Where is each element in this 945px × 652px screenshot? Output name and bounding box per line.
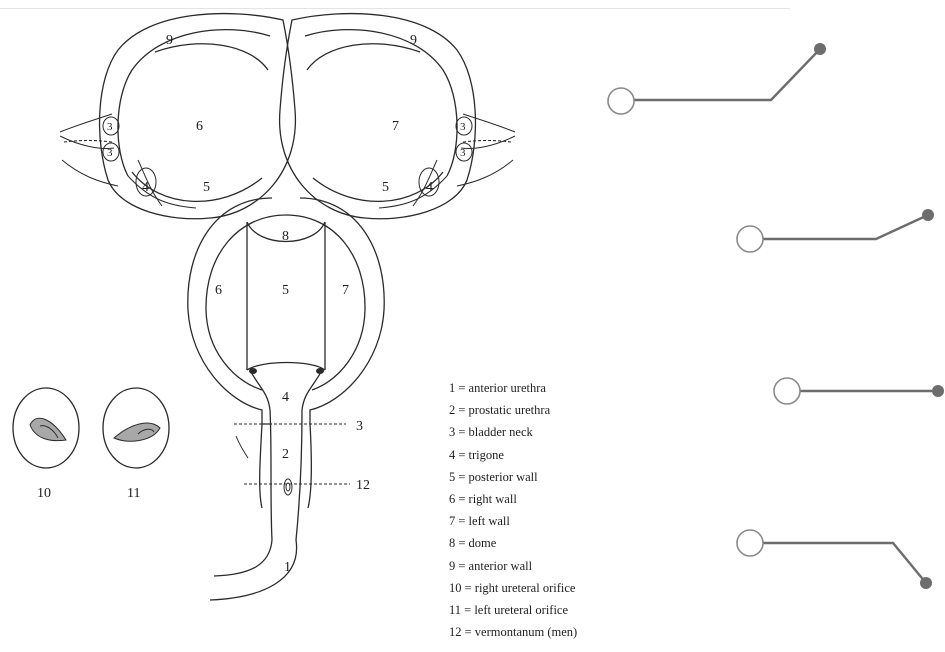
label-trigone-left: 4 — [142, 180, 149, 195]
connector-3 — [774, 378, 944, 404]
legend-item: 5 = posterior wall — [449, 466, 577, 488]
label-posterior-wall-left: 5 — [203, 180, 210, 195]
label-left-ureteral-orifice: 11 — [127, 486, 140, 501]
connector-1 — [608, 43, 826, 114]
label-bladder-neck-left-a: 3 — [107, 121, 113, 133]
connector-3-end-dot — [932, 385, 944, 397]
legend-item: 1 = anterior urethra — [449, 377, 577, 399]
legend-item: 9 = anterior wall — [449, 555, 577, 577]
label-dome: 8 — [282, 229, 289, 244]
label-anterior-wall-right: 9 — [410, 33, 417, 48]
legend-item: 12 = vermontanum (men) — [449, 621, 577, 643]
connector-2-node — [737, 226, 763, 252]
legend-item: 10 = right ureteral orifice — [449, 577, 577, 599]
connector-1-end-dot — [814, 43, 826, 55]
label-right-ureteral-orifice: 10 — [37, 486, 51, 501]
legend-item: 11 = left ureteral orifice — [449, 599, 577, 621]
legend-item: 8 = dome — [449, 532, 577, 554]
legend-item: 2 = prostatic urethra — [449, 399, 577, 421]
label-anterior-urethra: 1 — [284, 560, 291, 575]
connector-3-node — [774, 378, 800, 404]
label-trigone-bottom: 4 — [282, 390, 289, 405]
label-bladder-neck-right-a: 3 — [460, 121, 466, 133]
legend-item: 7 = left wall — [449, 510, 577, 532]
label-posterior-wall-right: 5 — [382, 180, 389, 195]
label-right-wall-bottom: 6 — [215, 283, 222, 298]
label-bladder-neck-left-b: 3 — [107, 147, 113, 159]
label-bladder-neck-marker: 3 — [356, 419, 363, 434]
label-posterior-wall-bottom: 5 — [282, 283, 289, 298]
upper-view-right — [280, 14, 515, 219]
label-anterior-wall-left: 9 — [166, 33, 173, 48]
left-ureteral-orifice-inset — [103, 388, 169, 468]
label-vermontanum-marker: 12 — [356, 478, 370, 493]
upper-view-left — [60, 14, 295, 219]
legend-item: 3 = bladder neck — [449, 421, 577, 443]
label-prostatic-urethra: 2 — [282, 447, 289, 462]
legend: 1 = anterior urethra 2 = prostatic ureth… — [449, 377, 577, 643]
connector-1-node — [608, 88, 634, 114]
connector-2 — [737, 209, 934, 252]
label-trigone-right: 4 — [426, 180, 433, 195]
legend-item: 4 = trigone — [449, 444, 577, 466]
connector-4 — [737, 530, 932, 589]
connector-2-end-dot — [922, 209, 934, 221]
label-bladder-neck-right-b: 3 — [460, 147, 466, 159]
right-ureteral-orifice-inset — [13, 388, 79, 468]
label-left-wall-top: 7 — [392, 119, 399, 134]
label-left-wall-bottom: 7 — [342, 283, 349, 298]
connector-4-end-dot — [920, 577, 932, 589]
label-right-wall-top: 6 — [196, 119, 203, 134]
connector-4-node — [737, 530, 763, 556]
legend-item: 6 = right wall — [449, 488, 577, 510]
